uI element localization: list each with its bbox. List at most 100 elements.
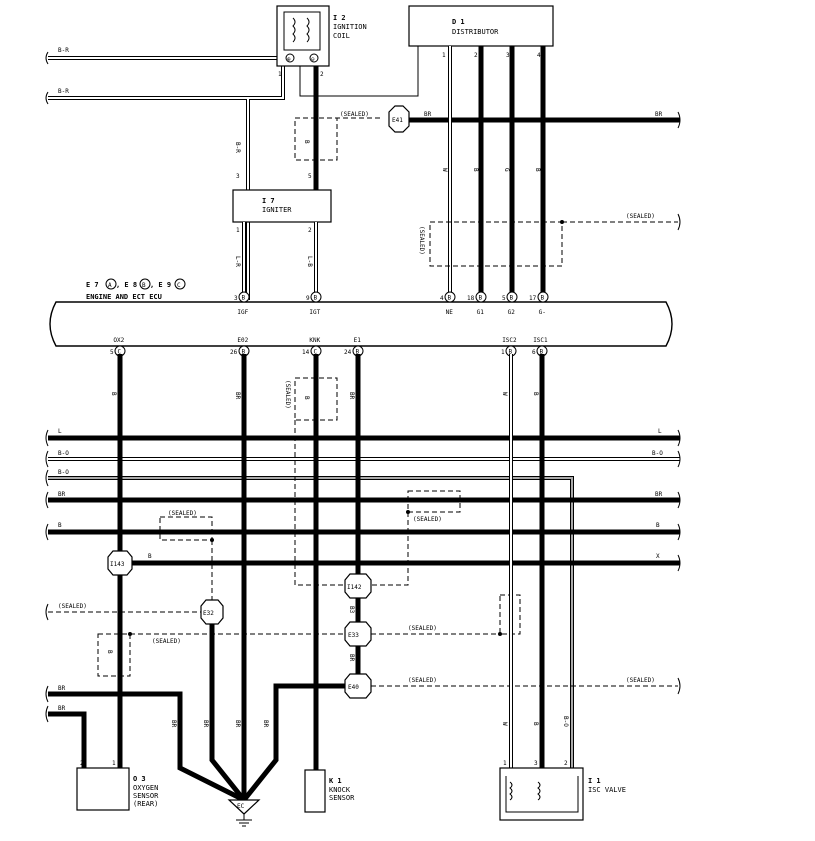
wire-break-mark	[677, 213, 681, 231]
wire-color-label: B-O	[58, 450, 69, 457]
wire-color-label: B	[656, 522, 660, 529]
svg-text:C: C	[177, 282, 181, 289]
sealed-label: (SEALED)	[58, 603, 87, 610]
svg-text:SENSOR: SENSOR	[329, 794, 355, 802]
wire-break-marks-left	[45, 429, 49, 541]
shield-sealed	[159, 516, 213, 541]
splice-e32: E32	[200, 599, 224, 625]
pin-number: 5	[502, 295, 506, 302]
splice-i142: I142	[344, 573, 372, 599]
pin-connector: B	[510, 295, 514, 302]
wire-color-label: BR	[202, 720, 209, 728]
pin-name: IGF	[237, 309, 248, 316]
svg-text:1: 1	[112, 760, 116, 767]
wire-color-label: BR	[348, 392, 355, 400]
pin-connector: B	[314, 295, 318, 302]
pin-connector: B	[509, 349, 513, 356]
wire-color-label: L	[658, 428, 662, 435]
svg-text:I142: I142	[347, 584, 362, 591]
svg-text:E32: E32	[203, 610, 214, 617]
pin-number: 9	[306, 295, 310, 302]
pin-number: 6	[532, 349, 536, 356]
sealed-label: (SEALED)	[168, 510, 197, 517]
svg-text:E41: E41	[392, 117, 403, 124]
ground-ec: EC	[227, 799, 261, 827]
oxygen-sensor: 2 1 O 3 OXYGEN SENSOR (REAR)	[76, 760, 159, 811]
pin-name: ISC1	[533, 337, 548, 344]
ignition-coil: ⊕ ⊖ I 2 IGNITION COIL 1 2	[276, 5, 367, 78]
pin-connector: B	[448, 295, 452, 302]
pin-connector: B	[356, 349, 360, 356]
wire-color-label: W	[441, 168, 448, 172]
wire-break-mark	[45, 603, 49, 621]
splice-e41: E41	[388, 105, 410, 133]
pin-label: 1	[442, 52, 446, 59]
knock-sensor: K 1 KNOCK SENSOR	[304, 769, 355, 813]
wire-break-mark	[45, 705, 49, 723]
shield-sealed	[407, 490, 461, 513]
wire-color-label: B	[534, 168, 541, 172]
svg-text:I143: I143	[110, 561, 125, 568]
pin-number: 5	[110, 349, 114, 356]
svg-text:2: 2	[564, 760, 568, 767]
sealed-label: (SEALED)	[408, 625, 437, 632]
sealed-label: (SEALED)	[413, 516, 442, 523]
shield-sealed	[97, 633, 131, 677]
wire-e32-ground	[209, 624, 246, 802]
pin-name: NE	[446, 309, 454, 316]
svg-text:EC: EC	[237, 803, 245, 810]
splice-e33: E33	[344, 621, 372, 647]
pin-label: 1	[278, 71, 282, 78]
sealed-label: (SEALED)	[408, 677, 437, 684]
coil-name: COIL	[333, 32, 350, 40]
svg-text:⊖: ⊖	[311, 56, 315, 63]
svg-text:E33: E33	[348, 632, 359, 639]
sealed-label: (SEALED)	[626, 677, 655, 684]
wire-color-label: B-O	[562, 716, 569, 727]
sealed-label: (SEALED)	[626, 213, 655, 220]
igniter-id: I 7	[262, 197, 275, 205]
svg-text:SENSOR: SENSOR	[133, 792, 159, 800]
pin-name: KNK	[309, 337, 320, 344]
coil-id: I 2	[333, 14, 346, 22]
svg-text:ENGINE AND ECT ECU: ENGINE AND ECT ECU	[86, 293, 162, 301]
sealed-label: (SEALED)	[284, 380, 291, 409]
svg-text:E40: E40	[348, 684, 359, 691]
wire-color-label: B	[110, 392, 117, 396]
sealed-leader	[294, 420, 350, 586]
pin-number: 1	[501, 349, 505, 356]
igniter: I 7 IGNITER 3 5 1 2	[232, 173, 332, 234]
svg-text:3: 3	[534, 760, 538, 767]
wire-color-label: G	[503, 168, 510, 172]
svg-text:OXYGEN: OXYGEN	[133, 784, 158, 792]
wire-color-label: B-R	[58, 88, 69, 95]
pin-name: OX2	[113, 337, 124, 344]
svg-text:E 7: E 7	[86, 281, 99, 289]
svg-text:K 1: K 1	[329, 777, 342, 785]
wire-e40-ground	[242, 683, 345, 802]
distributor-name: DISTRIBUTOR	[452, 28, 499, 36]
pin-name: G1	[477, 309, 485, 316]
wire-color-label: W	[501, 392, 508, 396]
pin-number: 14	[302, 349, 310, 356]
pin-label: 5	[308, 173, 312, 180]
wire-break-mark	[45, 91, 49, 105]
wire-color-label: B	[106, 650, 113, 654]
wire-color-label: B-R	[58, 47, 69, 54]
wire-color-label: B	[148, 553, 152, 560]
pin-name: E1	[354, 337, 362, 344]
wire-break-mark	[45, 685, 49, 703]
wire-color-label: BR	[234, 720, 241, 728]
svg-text:O 3: O 3	[133, 775, 146, 783]
wire-break-marks-right	[677, 429, 681, 572]
svg-text:⊕: ⊕	[287, 56, 291, 63]
pin-label: 2	[308, 227, 312, 234]
pin-connector: B	[541, 295, 545, 302]
svg-text:B: B	[142, 282, 146, 289]
